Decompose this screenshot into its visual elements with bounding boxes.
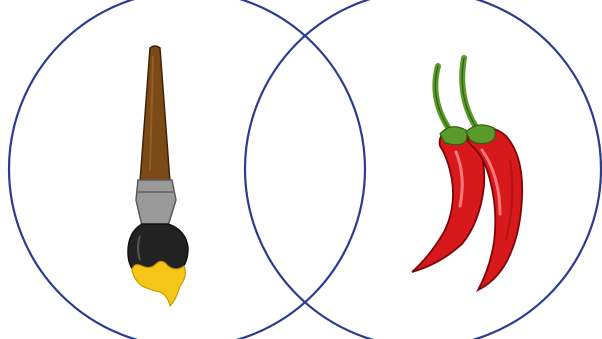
paintbrush-ferrule <box>136 180 176 226</box>
chili-stem-front <box>462 58 482 134</box>
paintbrush-handle <box>140 46 170 182</box>
venn-circle-left <box>9 0 365 339</box>
paintbrush-icon <box>128 46 188 306</box>
chili-calyx-back <box>440 127 467 145</box>
venn-circle-right <box>245 0 601 339</box>
chili-pepper-icon <box>412 58 522 290</box>
chili-calyx-front <box>466 125 495 144</box>
chili-pepper-back <box>412 130 484 272</box>
